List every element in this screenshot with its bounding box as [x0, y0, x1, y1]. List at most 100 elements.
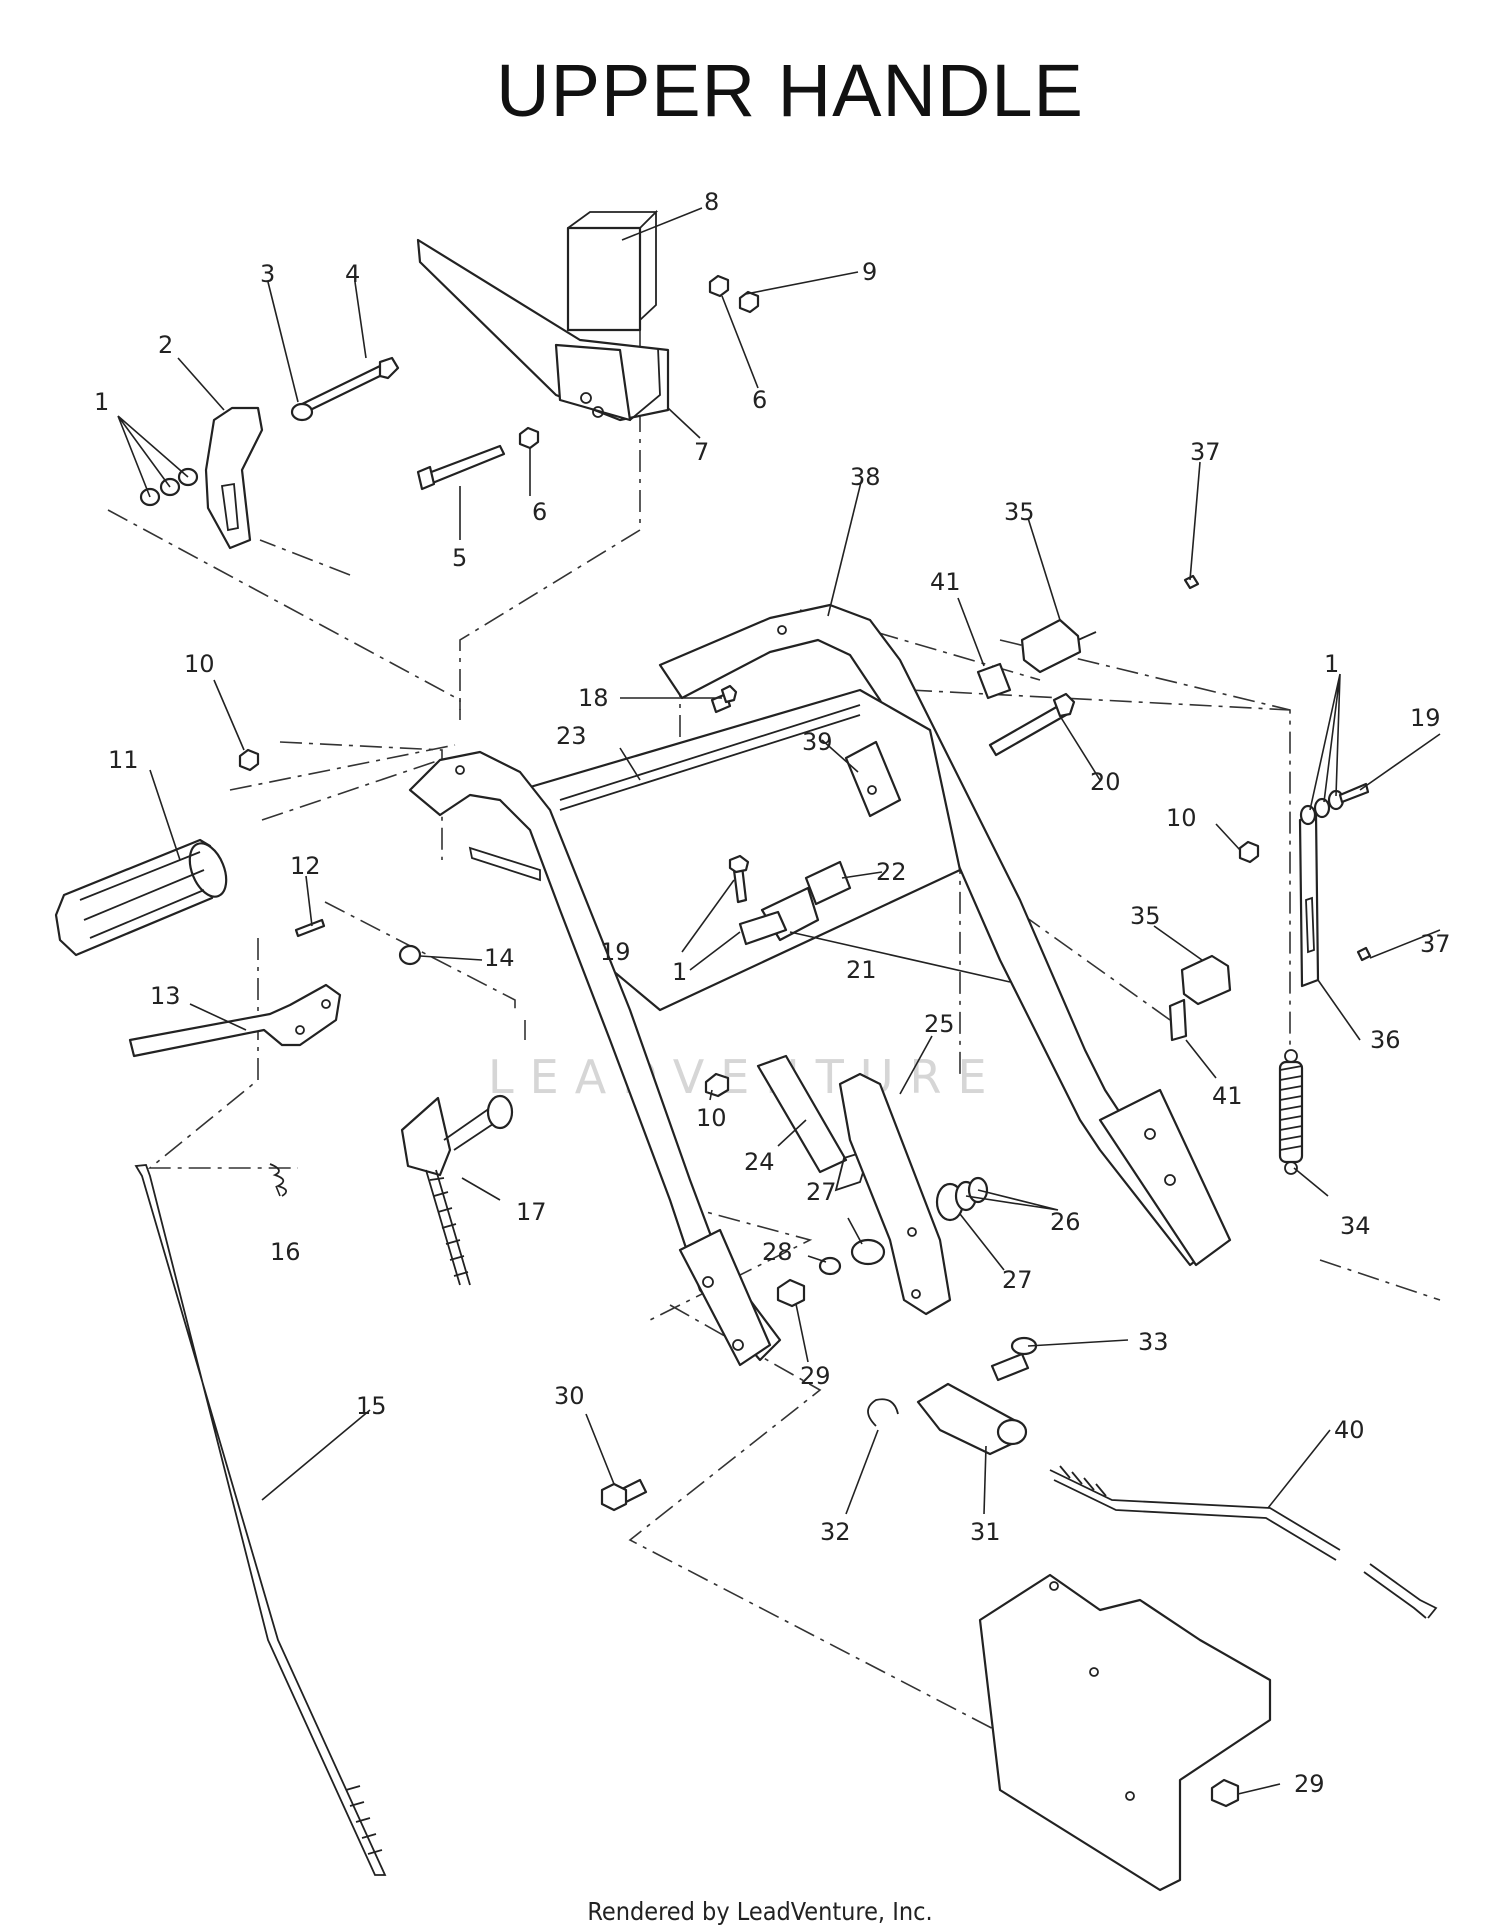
part-29-nut: [776, 1278, 806, 1308]
part-37-screw-right: [1356, 946, 1372, 962]
callout: 3: [260, 260, 275, 288]
callout: 8: [704, 188, 719, 216]
part-5-bolt: [416, 444, 506, 491]
part-38-handle-frame: [658, 603, 1232, 1267]
part-18-bolt: [710, 684, 738, 714]
diagram-title: UPPER HANDLE: [496, 49, 1084, 132]
callout: 30: [554, 1382, 585, 1410]
callout: 1: [1324, 650, 1339, 678]
part-14-washer: [398, 944, 422, 966]
callout: 4: [345, 260, 360, 288]
part-40-rod: [1049, 1465, 1438, 1619]
part-8-spacer: [566, 209, 659, 332]
callout: 13: [150, 982, 181, 1010]
callout: 1: [672, 958, 687, 986]
callout: 40: [1334, 1416, 1365, 1444]
callout: 36: [1370, 1026, 1401, 1054]
part-39-plate: [844, 740, 902, 818]
callout: 19: [600, 938, 631, 966]
callout: 37: [1420, 930, 1451, 958]
part-36-bracket: [1298, 812, 1320, 988]
part-32-ring: [867, 1398, 899, 1427]
callout: 12: [290, 852, 321, 880]
part-27-washer: [850, 1238, 886, 1266]
part-12-pin: [294, 918, 326, 938]
callout: 11: [108, 746, 139, 774]
callout: 23: [556, 722, 587, 750]
callout: 35: [1130, 902, 1161, 930]
part-26-washers: [935, 1176, 989, 1222]
part-19-bolt: [728, 854, 750, 904]
callout: 10: [184, 650, 215, 678]
callout: 29: [1294, 1770, 1325, 1798]
callout: 18: [578, 684, 609, 712]
callout: 10: [696, 1104, 727, 1132]
callout: 9: [862, 258, 877, 286]
part-30-bolt: [600, 1478, 648, 1512]
part-13-lever: [128, 983, 342, 1058]
callout: 26: [1050, 1208, 1081, 1236]
callout: 5: [452, 544, 467, 572]
callout: 29: [800, 1362, 831, 1390]
part-2-latch: [204, 406, 264, 550]
callout: 15: [356, 1392, 387, 1420]
part-33-pin: [990, 1336, 1038, 1382]
part-22-bracket: [804, 860, 852, 906]
leader-lines: [117, 207, 1441, 1795]
part-16-clip: [269, 1163, 288, 1197]
callout: 34: [1340, 1212, 1371, 1240]
callout: 31: [970, 1518, 1001, 1546]
part-11-grip: [54, 838, 228, 957]
callout: 7: [694, 438, 709, 466]
callout: 27: [806, 1178, 837, 1206]
callout: 35: [1004, 498, 1035, 526]
callout: 6: [532, 498, 547, 526]
part-34-spring: [1278, 1049, 1304, 1175]
watermark: LEADVENTURE: [488, 1050, 1003, 1104]
lower-handle-frame: [408, 750, 782, 1367]
part-37-screw-top: [1183, 574, 1200, 590]
callout: 39: [802, 728, 833, 756]
callout: 25: [924, 1010, 955, 1038]
part-25-lever: [838, 1072, 952, 1316]
callout: 37: [1190, 438, 1221, 466]
callout: 41: [1212, 1082, 1243, 1110]
callout: 28: [762, 1238, 793, 1266]
part-10-nuts: [238, 748, 1260, 1098]
part-17-bracket: [400, 1094, 514, 1286]
part-7-bracket: [416, 238, 670, 422]
part-1-washers: [139, 467, 199, 507]
bottom-plate: [978, 1573, 1272, 1892]
part-35-switch-right: [1180, 954, 1232, 1006]
callout: 24: [744, 1148, 775, 1176]
callout: 21: [846, 956, 877, 984]
part-4-bolt: [290, 356, 400, 422]
part-41-spacer-right: [1168, 998, 1188, 1042]
part-29-nut-bottom: [1210, 1778, 1240, 1808]
callout: 6: [752, 386, 767, 414]
callout: 16: [270, 1238, 301, 1266]
callout: 20: [1090, 768, 1121, 796]
callout: 14: [484, 944, 515, 972]
part-35-switch-top: [1020, 618, 1097, 674]
callout: 33: [1138, 1328, 1169, 1356]
callout: 22: [876, 858, 907, 886]
callout: 1: [94, 388, 109, 416]
callout: 38: [850, 463, 881, 491]
footer-credit: Rendered by LeadVenture, Inc.: [587, 1897, 933, 1926]
part-21-switch: [738, 886, 820, 946]
part-20-bolt: [988, 692, 1076, 757]
part-41-spacer-top: [976, 662, 1012, 700]
part-6-nuts: [518, 274, 760, 450]
callout: 41: [930, 568, 961, 596]
callout: 32: [820, 1518, 851, 1546]
part-31-clevis: [916, 1382, 1028, 1456]
alignment-lines: [107, 290, 1441, 1801]
callout: 27: [1002, 1266, 1033, 1294]
callout: 17: [516, 1198, 547, 1226]
callout: 10: [1166, 804, 1197, 832]
callout: 19: [1410, 704, 1441, 732]
callout: 2: [158, 331, 173, 359]
callout-labels: 1 2 3 4 8 9 6 7 5 6 38 35 37 41 10 11 18…: [94, 188, 1451, 1798]
